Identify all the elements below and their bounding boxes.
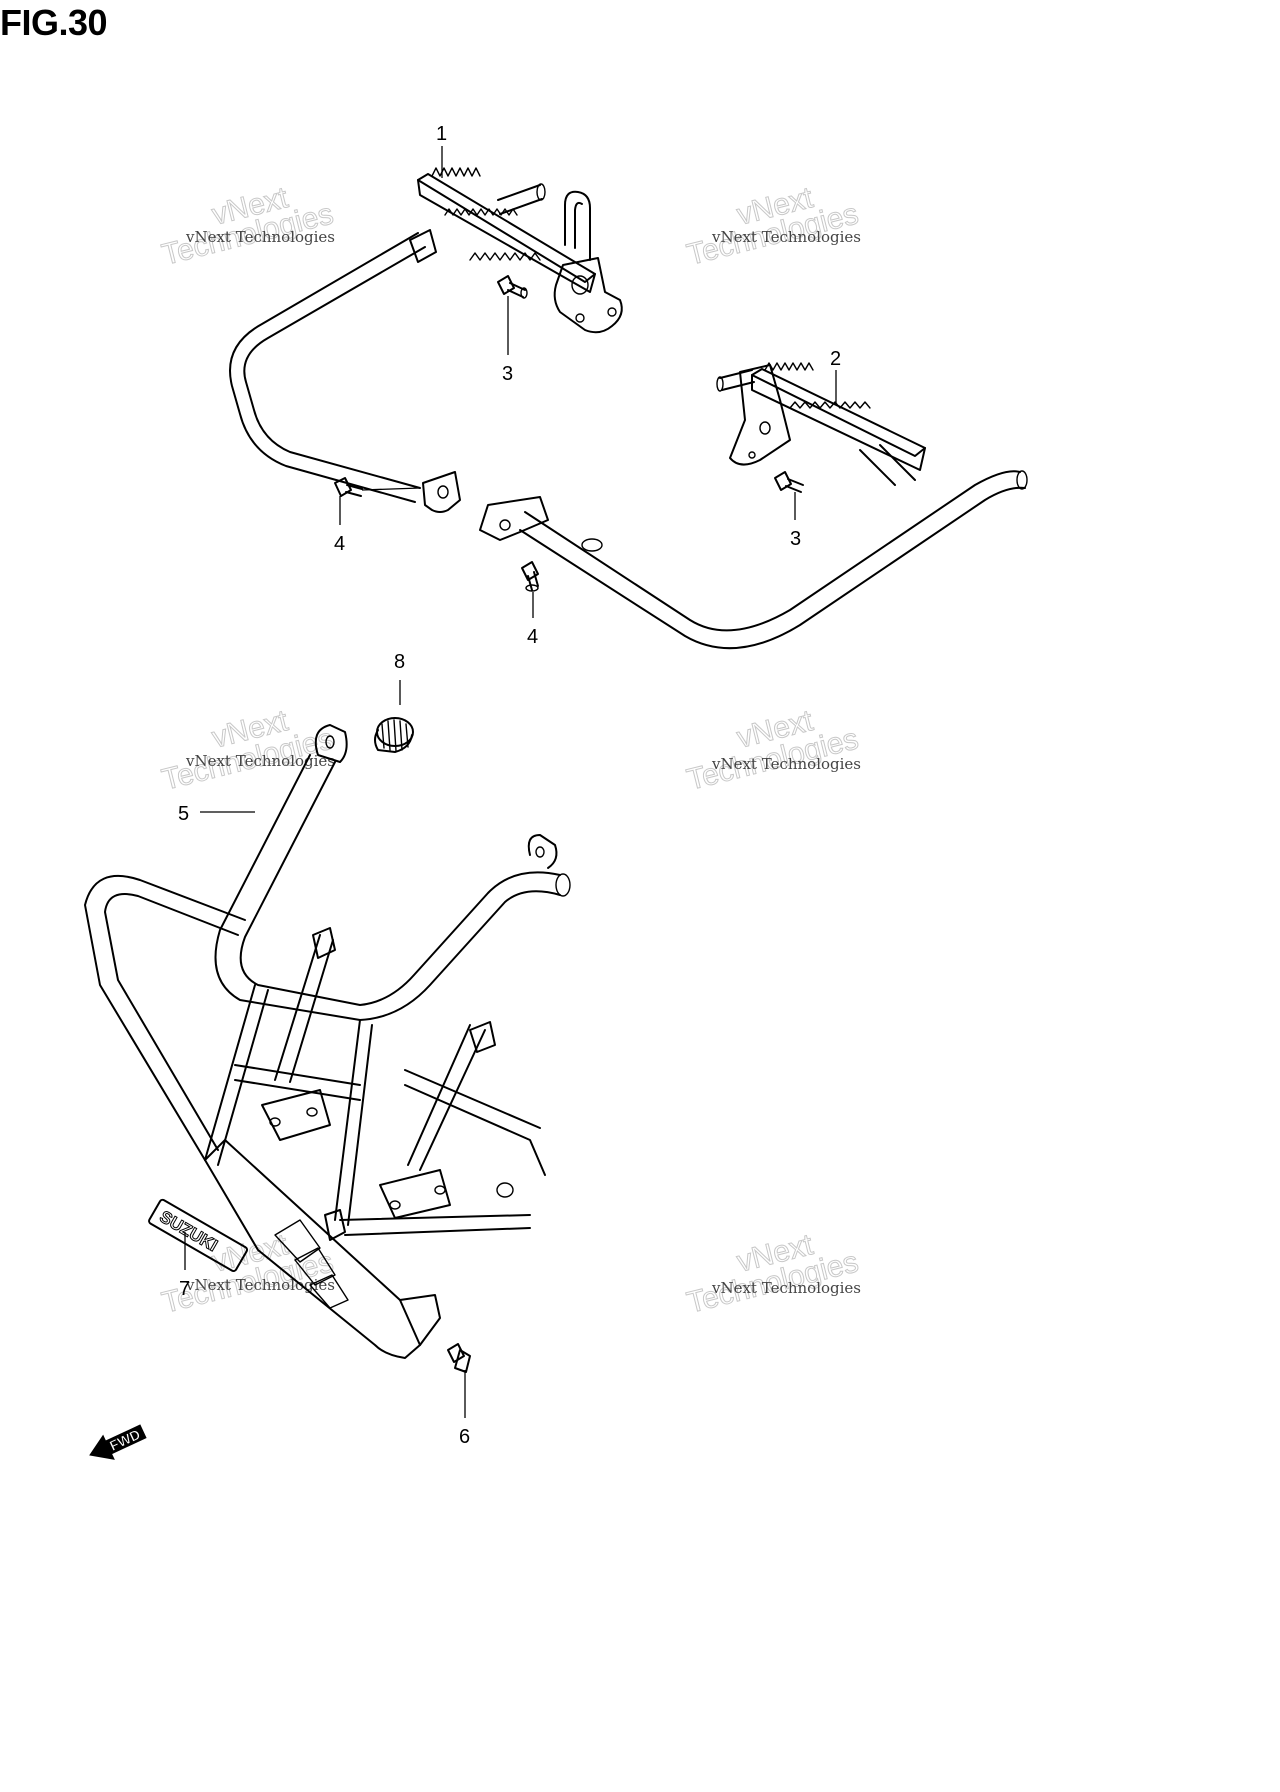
callout-8: 8 bbox=[394, 651, 405, 673]
bolt-4b bbox=[521, 561, 539, 592]
fwd-arrow-label: FWD bbox=[107, 1426, 143, 1454]
footrest-right bbox=[479, 362, 1028, 650]
watermark-top-left: vNext Technologies vNext Technologies bbox=[158, 181, 337, 273]
bolt-6 bbox=[447, 1343, 471, 1373]
callout-4-left: 4 bbox=[334, 533, 345, 555]
front-bumper bbox=[84, 724, 571, 1359]
watermark-caption: vNext Technologies bbox=[185, 228, 335, 246]
watermark-caption: vNext Technologies bbox=[711, 1279, 861, 1297]
callout-7: 7 bbox=[179, 1278, 190, 1300]
callout-3-top: 3 bbox=[502, 363, 513, 385]
watermark-caption: vNext Technologies bbox=[711, 755, 861, 773]
watermark-bottom-right: vNext Technologies vNext Technologies bbox=[683, 1228, 862, 1321]
callouts: 1 2 3 3 4 4 5 6 7 8 bbox=[178, 123, 841, 1448]
bolt-3b bbox=[774, 471, 804, 493]
callout-4-center: 4 bbox=[527, 626, 538, 648]
watermark-caption: vNext Technologies bbox=[185, 1276, 335, 1294]
fwd-arrow-icon: FWD bbox=[89, 1424, 147, 1460]
bolt-3a bbox=[497, 275, 528, 299]
callout-2: 2 bbox=[830, 348, 841, 370]
leader-lines bbox=[184, 146, 837, 1418]
bolt-4a bbox=[334, 477, 363, 497]
callout-5: 5 bbox=[178, 803, 189, 825]
watermark-mid-left: vNext Technologies vNext Technologies bbox=[158, 704, 337, 798]
callout-3-right: 3 bbox=[790, 528, 801, 550]
watermark-mid-right: vNext Technologies vNext Technologies bbox=[683, 704, 862, 798]
watermark-caption: vNext Technologies bbox=[711, 228, 861, 246]
callout-6: 6 bbox=[459, 1426, 470, 1448]
callout-1: 1 bbox=[436, 123, 447, 145]
figure-title: FIG.30 bbox=[0, 2, 108, 43]
footrest-left bbox=[229, 167, 623, 513]
watermark-caption: vNext Technologies bbox=[185, 752, 335, 770]
watermark-top-right: vNext Technologies vNext Technologies bbox=[683, 181, 862, 273]
cap-plug-8 bbox=[374, 717, 414, 753]
